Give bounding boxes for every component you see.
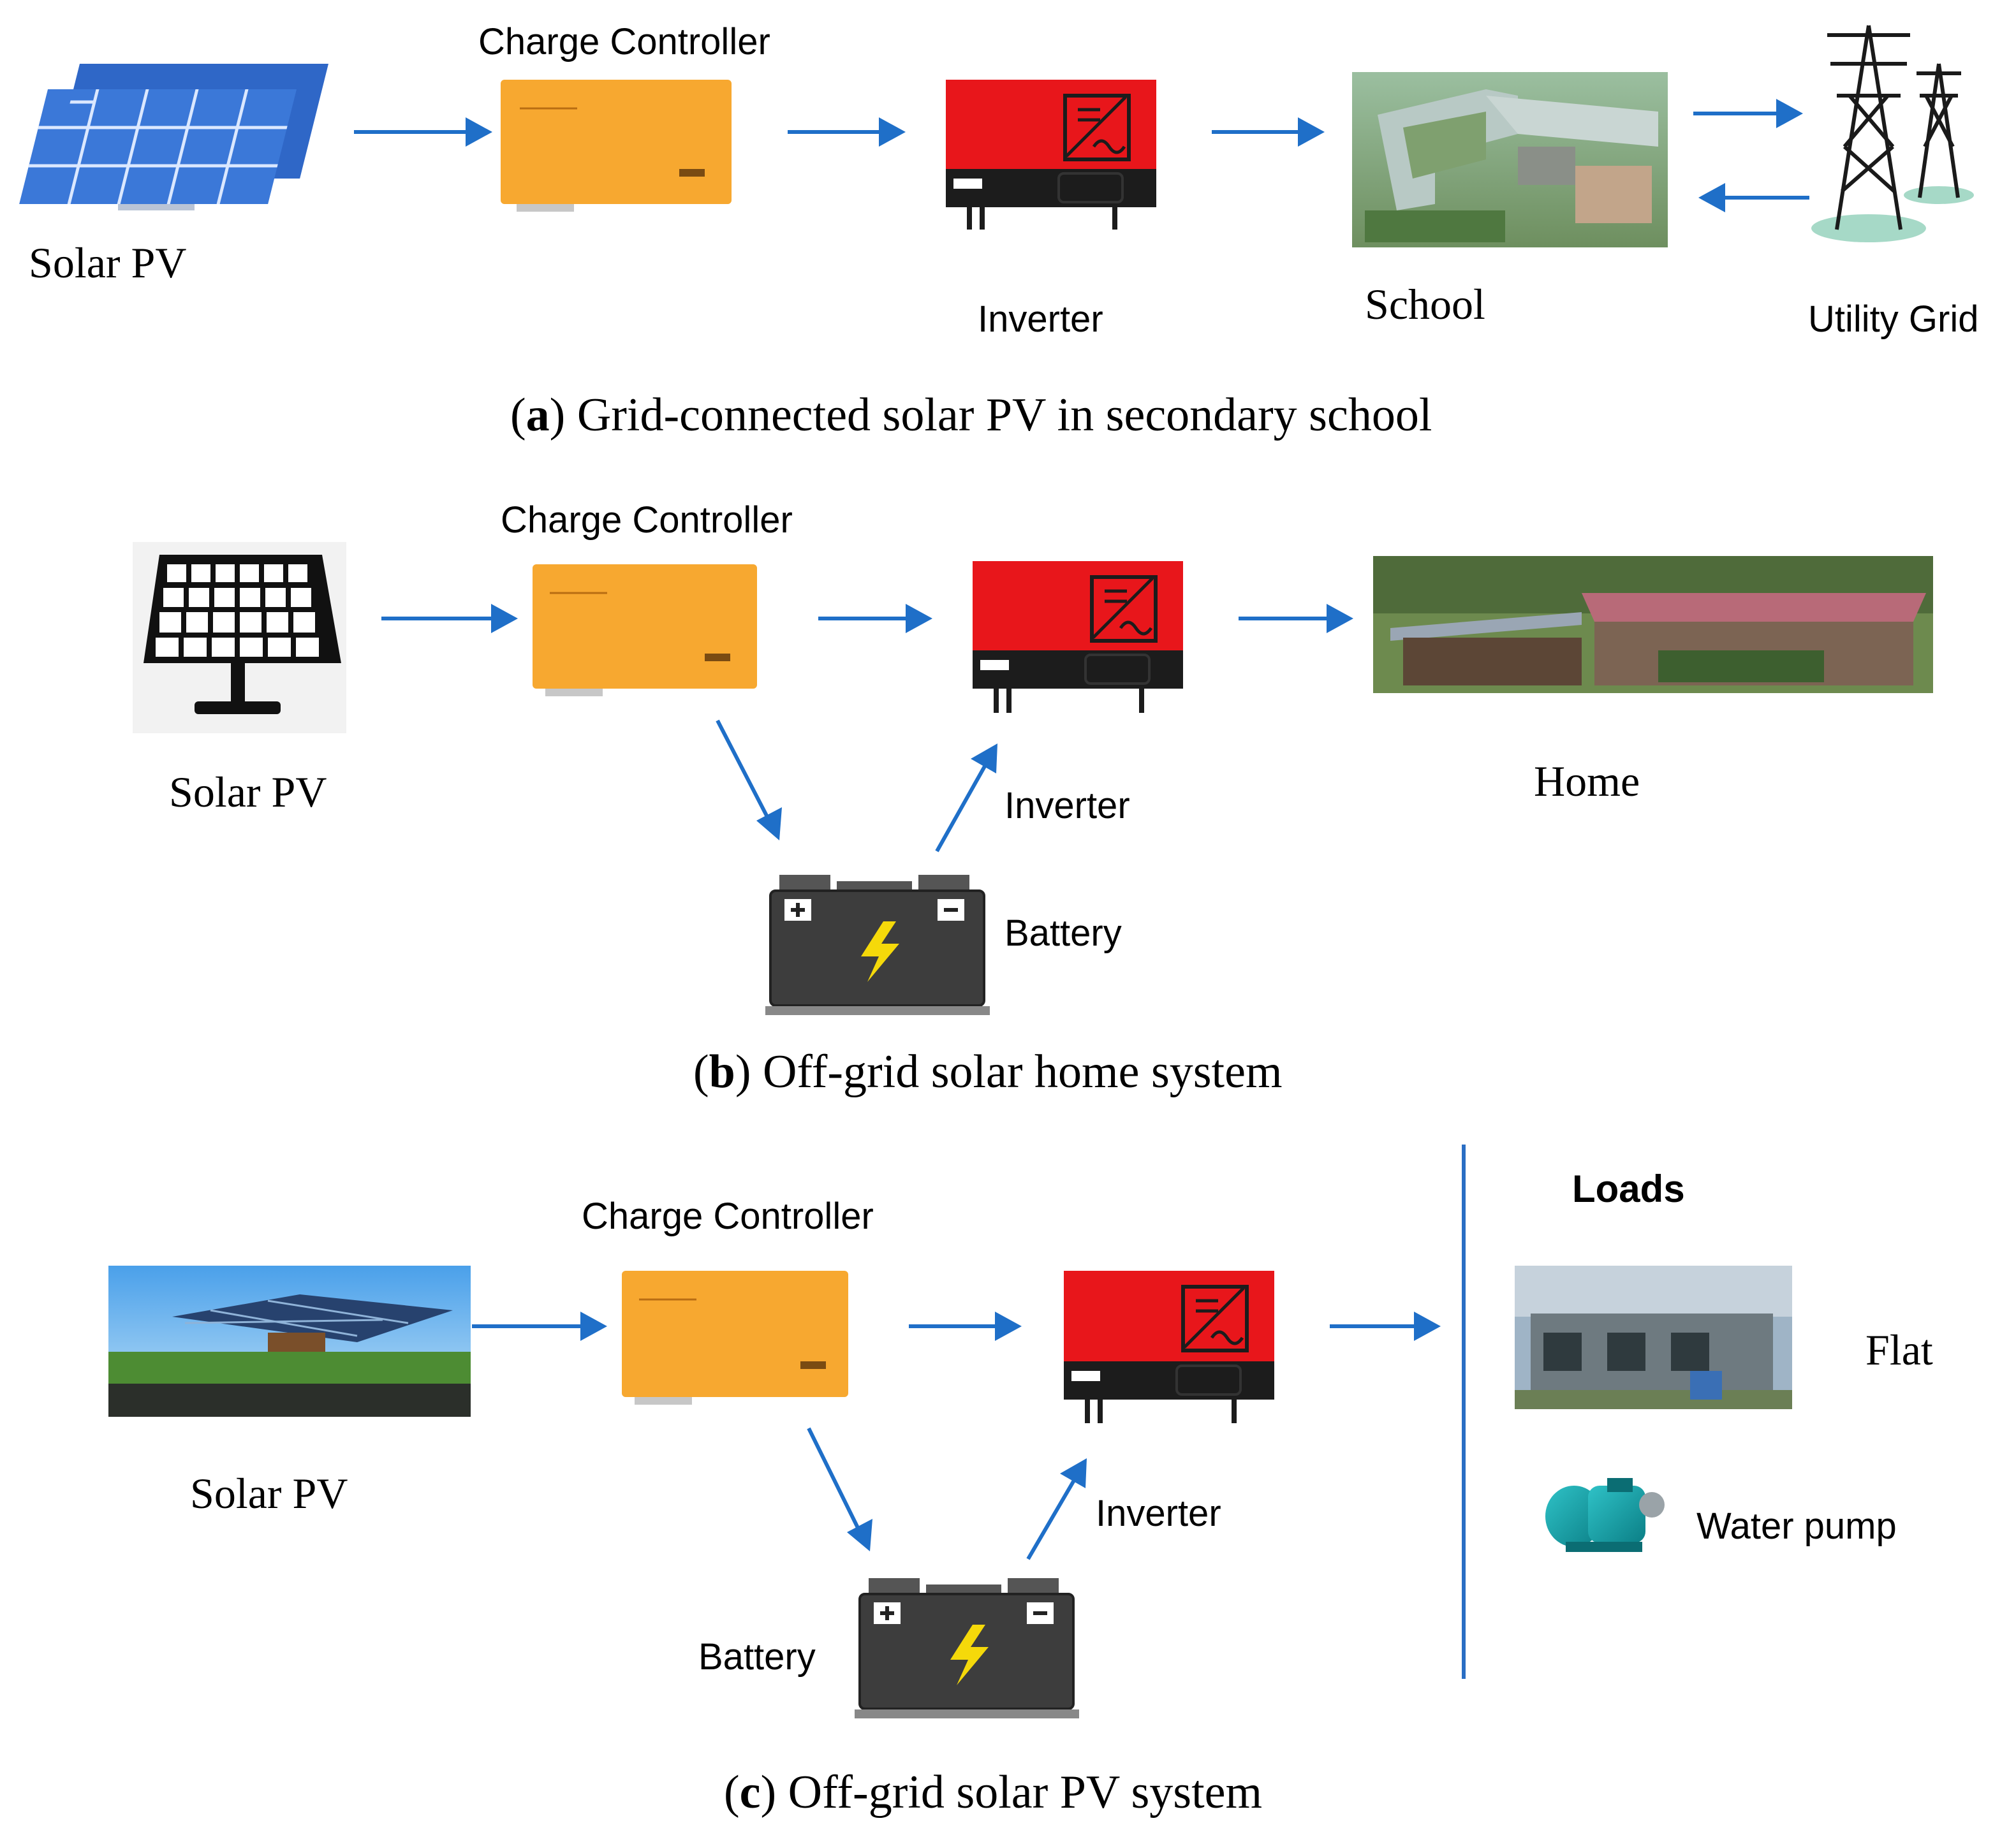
home-label: Home bbox=[1534, 757, 1640, 805]
inverter-label: Inverter bbox=[1096, 1493, 1221, 1534]
solar-pv-label: Solar PV bbox=[169, 768, 327, 816]
charge-controller-label: Charge Controller bbox=[501, 499, 793, 541]
flow-arrow bbox=[818, 604, 932, 633]
flow-arrow-from-battery bbox=[1026, 1458, 1087, 1560]
inverter-icon bbox=[946, 80, 1156, 230]
transmission-tower-icon bbox=[1811, 25, 1974, 242]
flow-arrow-from-grid bbox=[1698, 183, 1809, 212]
solar-pv-label: Solar PV bbox=[190, 1469, 348, 1518]
battery-icon bbox=[765, 875, 990, 1015]
charge-controller-label: Charge Controller bbox=[478, 21, 770, 62]
inverter-label: Inverter bbox=[1004, 785, 1130, 826]
flow-arrow bbox=[909, 1312, 1022, 1341]
flow-arrow bbox=[381, 604, 518, 633]
flow-arrow bbox=[788, 117, 906, 147]
battery-label: Battery bbox=[1004, 912, 1122, 954]
solar-pv-label: Solar PV bbox=[29, 238, 186, 287]
inverter-label: Inverter bbox=[978, 298, 1103, 340]
water-pump-icon bbox=[1545, 1478, 1665, 1552]
charge-controller-icon bbox=[533, 564, 757, 696]
home-photo bbox=[1373, 556, 1933, 693]
flow-arrow-from-battery bbox=[935, 743, 997, 853]
caption-c: (c) Off-grid solar PV system bbox=[724, 1766, 1262, 1819]
flow-arrow-to-battery bbox=[807, 1427, 872, 1551]
flow-arrow bbox=[472, 1312, 607, 1341]
flow-arrow bbox=[354, 117, 492, 147]
panel-c: Solar PV Charge Controller bbox=[108, 1145, 1933, 1819]
flow-arrow bbox=[1330, 1312, 1441, 1341]
loads-heading: Loads bbox=[1572, 1167, 1685, 1210]
flow-arrow-to-battery bbox=[716, 719, 782, 840]
flow-arrow bbox=[1239, 604, 1353, 633]
charge-controller-label: Charge Controller bbox=[582, 1196, 874, 1237]
flow-arrow bbox=[1212, 117, 1325, 147]
battery-icon bbox=[855, 1578, 1079, 1718]
charge-controller-icon bbox=[501, 80, 732, 212]
water-pump-label: Water pump bbox=[1696, 1505, 1897, 1547]
solar-farm-photo bbox=[108, 1266, 471, 1417]
inverter-icon bbox=[1064, 1271, 1274, 1423]
panel-b: Solar PV Charge Controller bbox=[133, 499, 1933, 1098]
charge-controller-icon bbox=[622, 1271, 848, 1405]
solar-panel-array-icon bbox=[19, 64, 328, 210]
inverter-icon bbox=[973, 561, 1183, 713]
caption-b: (b) Off-grid solar home system bbox=[693, 1046, 1283, 1098]
utility-grid-label: Utility Grid bbox=[1808, 298, 1978, 340]
solar-panel-icon bbox=[133, 542, 346, 733]
school-label: School bbox=[1365, 280, 1485, 328]
school-photo bbox=[1352, 72, 1668, 247]
flow-arrow-to-grid bbox=[1693, 99, 1803, 128]
caption-a: (a) Grid-connected solar PV in secondary… bbox=[510, 389, 1432, 441]
flat-photo bbox=[1515, 1266, 1792, 1409]
battery-label: Battery bbox=[698, 1636, 816, 1678]
panel-a: Solar PV Charge Controller bbox=[19, 21, 1978, 441]
flat-label: Flat bbox=[1865, 1326, 1933, 1374]
